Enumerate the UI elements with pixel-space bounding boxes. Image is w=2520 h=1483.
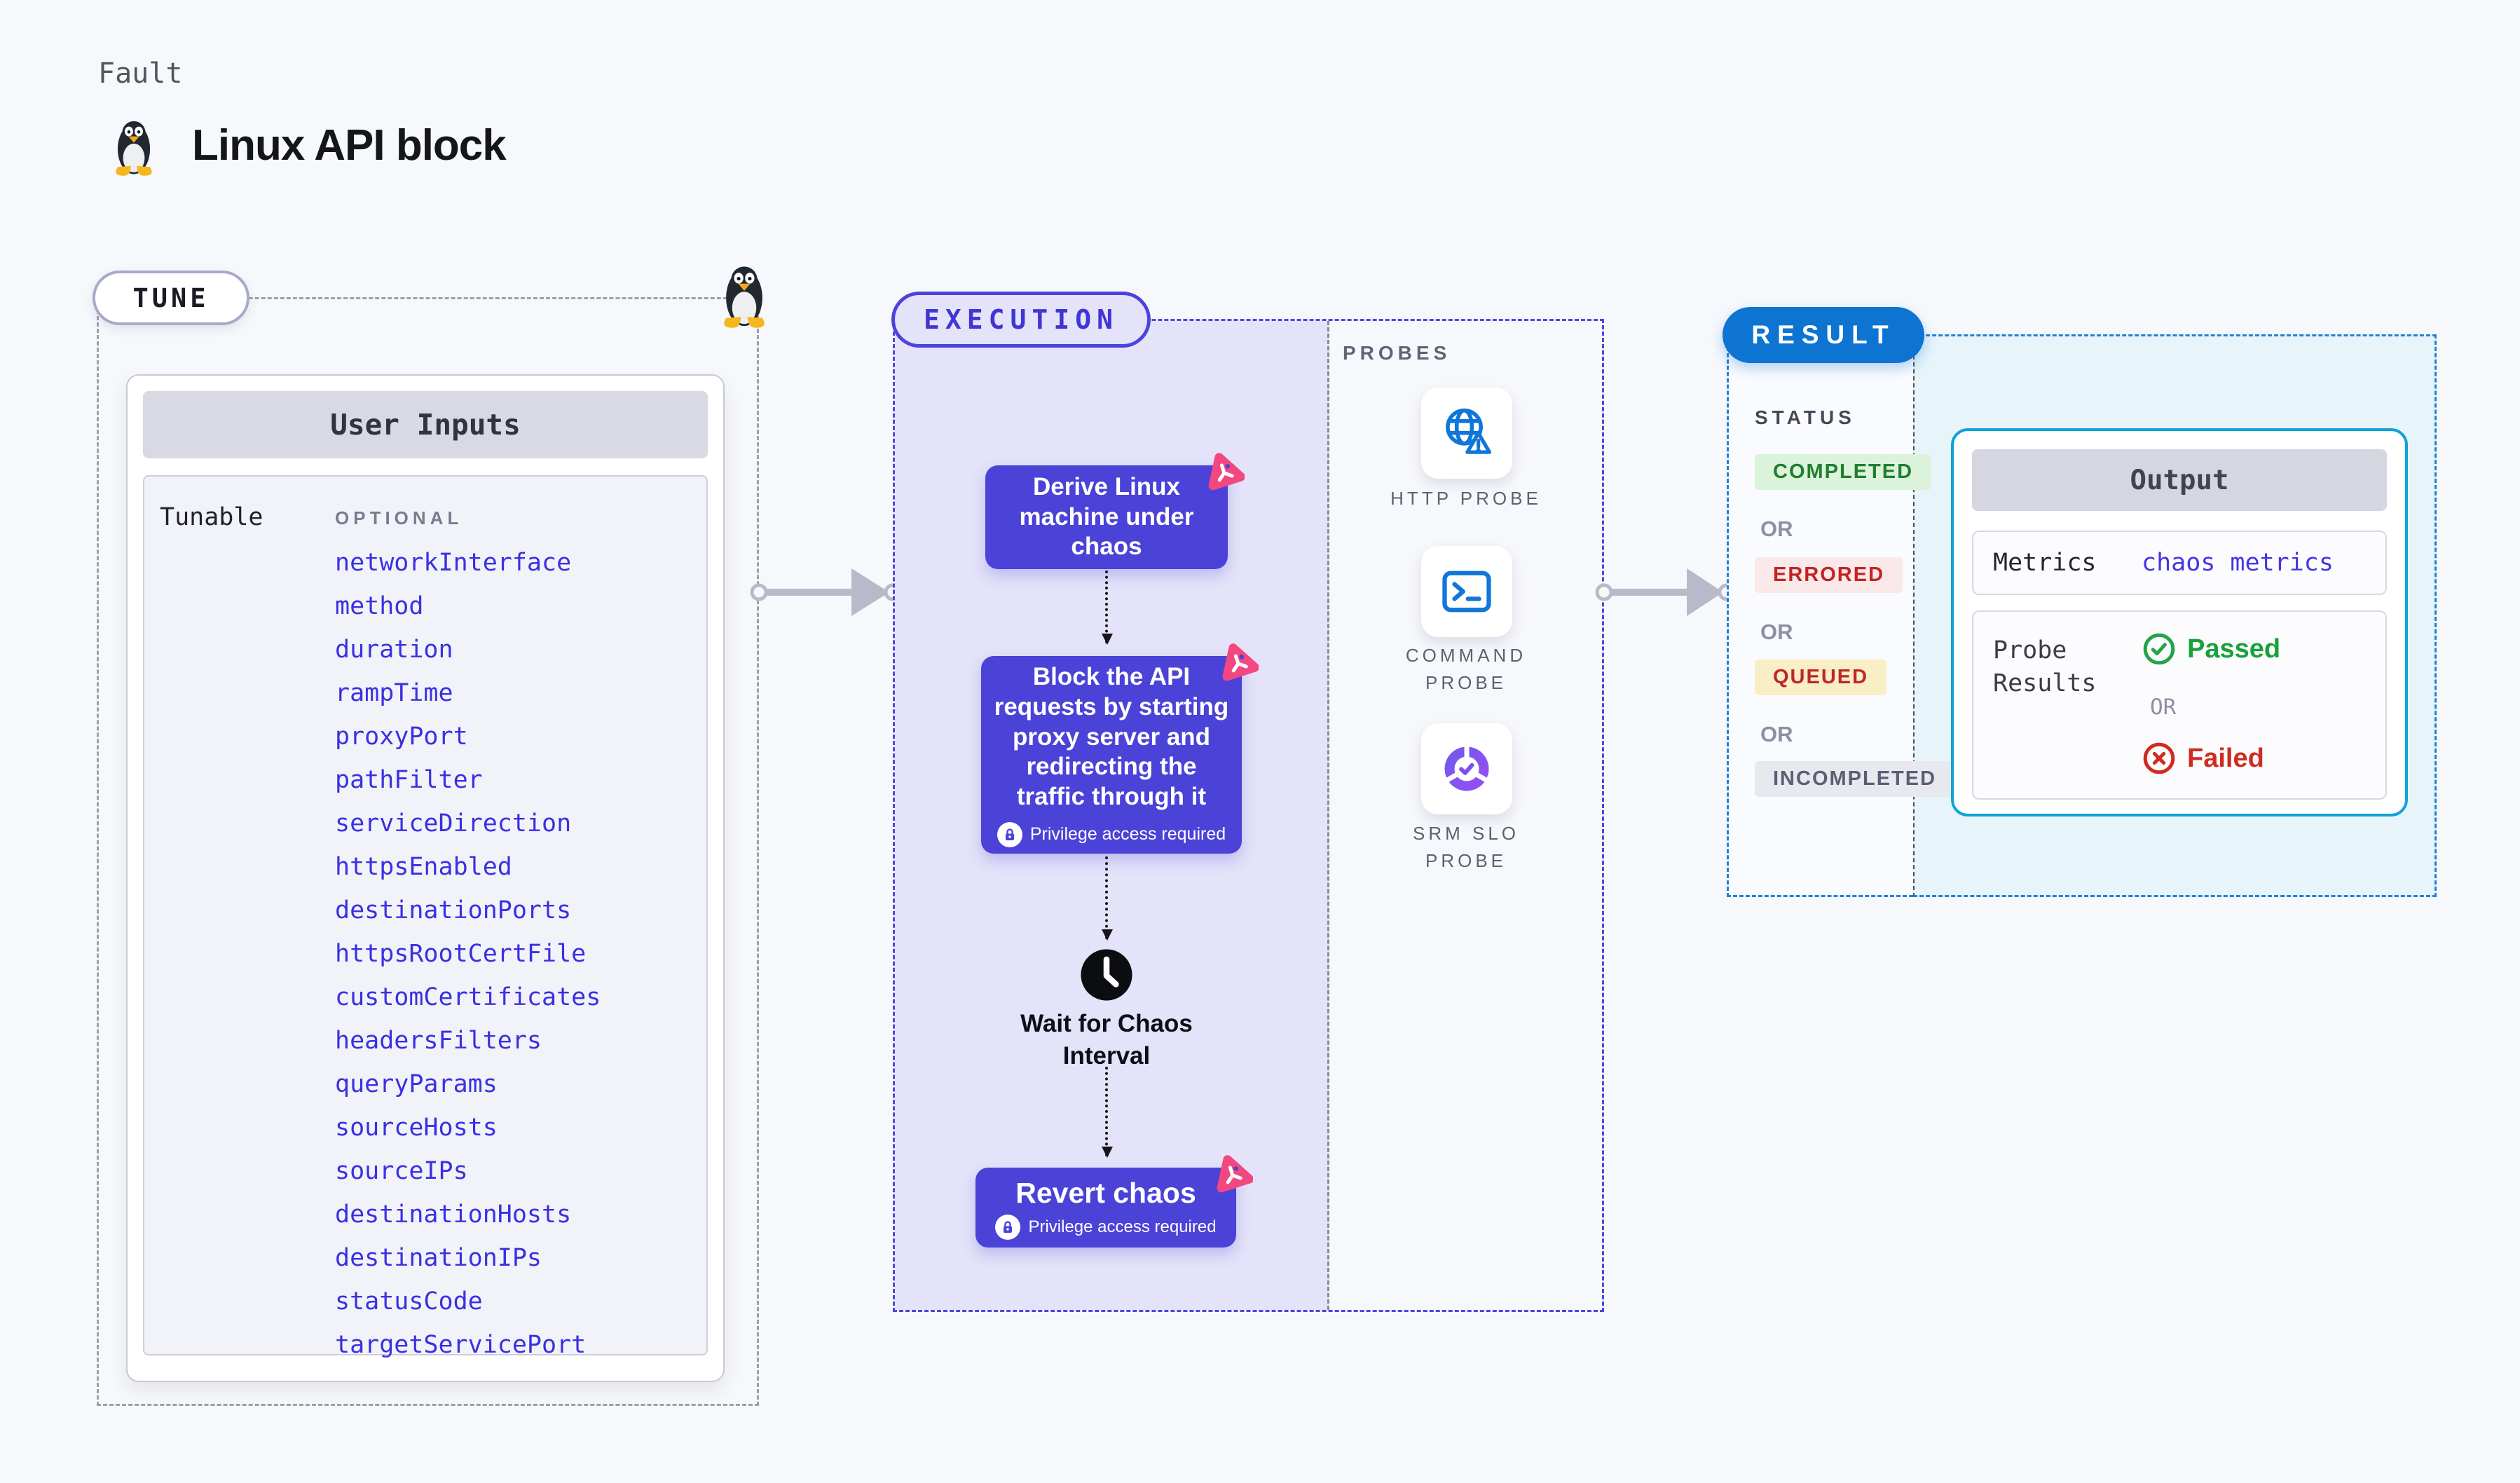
param-destinationPorts[interactable]: destinationPorts [335, 896, 572, 924]
failed-label: Failed [2187, 743, 2264, 773]
http-probe-label: HTTP PROBE [1390, 488, 1542, 509]
metrics-row: Metrics chaos metrics [1972, 531, 2387, 595]
output-card: Output Metrics chaos metrics Probe Resul… [1951, 428, 2408, 816]
param-rampTime[interactable]: rampTime [335, 679, 453, 707]
http-probe-card [1421, 388, 1512, 479]
lock-icon [997, 821, 1022, 847]
result-section-pill: RESULT [1723, 307, 1924, 363]
status-title: STATUS [1755, 406, 1856, 428]
fault-eyebrow: Fault [98, 57, 183, 90]
step-revert-chaos: Revert chaos Privilege access required [975, 1168, 1236, 1248]
tune-section-pill: TUNE [93, 271, 249, 325]
param-customCertificates[interactable]: customCertificates [335, 983, 601, 1011]
status-badge-completed: COMPLETED [1755, 454, 1932, 490]
privilege-badge: Privilege access required [997, 821, 1226, 847]
flow-connector [1102, 1067, 1113, 1158]
or-separator: OR [1760, 620, 1793, 644]
tunable-row-label: Tunable [160, 503, 263, 531]
command-probe-card [1421, 546, 1512, 637]
probe-failed: Failed [2142, 741, 2264, 776]
param-headersFilters[interactable]: headersFilters [335, 1027, 542, 1055]
param-networkInterface[interactable]: networkInterface [335, 549, 572, 577]
flow-connector [1102, 570, 1113, 645]
result-status-box [1727, 334, 1913, 897]
user-inputs-title: User Inputs [143, 391, 708, 458]
step-block-api: Block the API requests by starting proxy… [981, 656, 1242, 854]
metrics-value-link[interactable]: chaos metrics [2142, 549, 2334, 577]
user-inputs-card: User Inputs Tunable OPTIONAL networkInte… [126, 374, 725, 1382]
x-circle-icon [2143, 742, 2175, 774]
clock-icon [1081, 949, 1132, 1001]
or-separator: OR [1760, 722, 1793, 746]
chaos-icon [1211, 1152, 1253, 1194]
param-pathFilter[interactable]: pathFilter [335, 766, 483, 794]
param-httpsRootCertFile[interactable]: httpsRootCertFile [335, 940, 587, 968]
param-targetServicePort[interactable]: targetServicePort [335, 1331, 587, 1359]
probe-results-row: Probe Results Passed OR Failed [1972, 610, 2387, 800]
probes-title: PROBES [1343, 342, 1451, 364]
param-destinationHosts[interactable]: destinationHosts [335, 1201, 572, 1229]
param-destinationIPs[interactable]: destinationIPs [335, 1244, 542, 1272]
step-derive-machine: Derive Linux machine under chaos [985, 465, 1228, 569]
linux-penguin-icon [724, 266, 765, 328]
privilege-badge: Privilege access required [995, 1215, 1217, 1240]
param-queryParams[interactable]: queryParams [335, 1070, 498, 1098]
param-proxyPort[interactable]: proxyPort [335, 723, 468, 751]
page-title: Linux API block [192, 121, 507, 170]
privilege-badge-label: Privilege access required [1028, 1217, 1217, 1236]
param-httpsEnabled[interactable]: httpsEnabled [335, 853, 512, 881]
probe-results-label: Probe Results [1993, 636, 2097, 698]
param-duration[interactable]: duration [335, 636, 453, 664]
metrics-label: Metrics [1993, 549, 2097, 577]
param-serviceDirection[interactable]: serviceDirection [335, 809, 572, 838]
probe-passed: Passed [2142, 631, 2280, 667]
command-probe-label: COMMAND PROBE [1405, 645, 1527, 693]
tune-to-execution-arrow [750, 568, 900, 616]
status-badge-queued: QUEUED [1755, 660, 1887, 695]
param-method[interactable]: method [335, 592, 424, 620]
param-list: networkInterface method duration rampTim… [335, 541, 699, 1367]
param-sourceHosts[interactable]: sourceHosts [335, 1114, 498, 1142]
terminal-icon [1442, 570, 1491, 613]
flow-connector [1102, 856, 1113, 941]
status-badge-incompleted: INCOMPLETED [1755, 761, 1955, 797]
step-revert-label: Revert chaos [1015, 1176, 1196, 1209]
privilege-badge-label: Privilege access required [1029, 824, 1226, 845]
wait-chaos-interval-label: Wait for Chaos Interval [1020, 1010, 1193, 1069]
or-separator: OR [1760, 517, 1793, 541]
status-badge-errored: ERRORED [1755, 557, 1903, 593]
chaos-icon [1203, 450, 1245, 492]
param-statusCode[interactable]: statusCode [335, 1287, 483, 1315]
slo-gauge-icon [1444, 745, 1489, 791]
probes-to-result-arrow [1595, 568, 1736, 616]
optional-column-label: OPTIONAL [335, 507, 463, 528]
param-sourceIPs[interactable]: sourceIPs [335, 1157, 468, 1185]
check-circle-icon [2143, 633, 2175, 665]
tunables-panel: Tunable OPTIONAL networkInterface method… [143, 475, 708, 1359]
step-block-label: Block the API requests by starting proxy… [994, 663, 1229, 811]
srm-slo-probe-label: SRM SLO PROBE [1412, 823, 1520, 871]
output-title: Output [1972, 449, 2387, 511]
passed-label: Passed [2187, 634, 2281, 664]
chaos-icon [1217, 641, 1259, 683]
or-separator: OR [2150, 695, 2177, 720]
tune-section-box [97, 297, 759, 1406]
step-derive-label: Derive Linux machine under chaos [1019, 472, 1194, 561]
globe-alert-icon [1446, 408, 1491, 454]
lock-icon [995, 1215, 1021, 1240]
srm-slo-probe-card [1421, 723, 1512, 814]
linux-penguin-icon [116, 121, 152, 176]
execution-section-pill: EXECUTION [891, 292, 1151, 348]
